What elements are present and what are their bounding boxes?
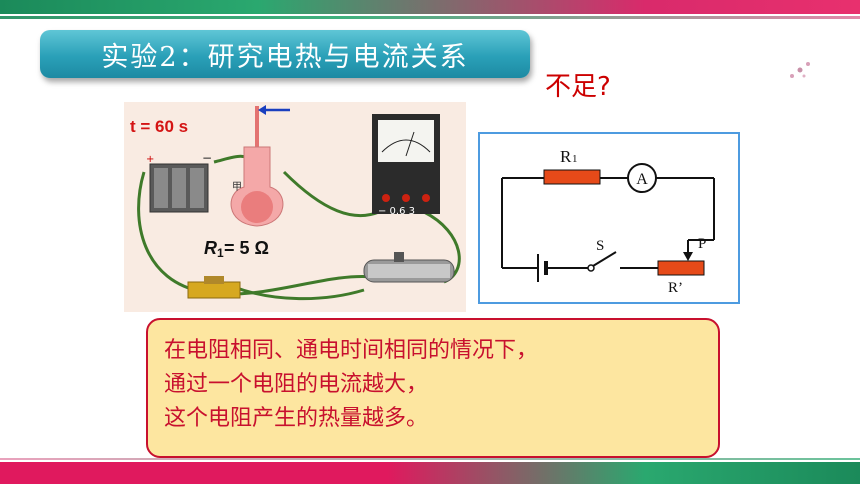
rheostat-icon — [363, 252, 455, 283]
battery-icon: + − — [146, 151, 212, 213]
experiment-photo: + − 甲 − 0.6 3 t = 60 s R 1 = 5 Ω — [124, 102, 466, 312]
rheostat-symbol-icon — [657, 260, 705, 276]
arrow-left-icon — [258, 105, 290, 115]
switch-symbol-icon — [587, 264, 595, 272]
conclusion-line-3: 这个电阻产生的热量越多。 — [164, 406, 429, 431]
resistance-subscript: 1 — [217, 246, 224, 260]
ammeter-scale: − 0.6 3 — [378, 206, 415, 217]
ammeter-label: A — [636, 171, 648, 188]
circuit-diagram: A R 1 S P R’ — [478, 132, 740, 304]
ammeter-icon — [372, 114, 440, 214]
flask-label: 甲 — [232, 182, 242, 193]
resistance-symbol: R — [204, 238, 217, 258]
conclusion-line-2: 通过一个电阻的电流越大， — [164, 372, 429, 397]
sparkle-icon — [790, 62, 810, 78]
switch-icon — [187, 276, 241, 299]
bottom-thin-line — [0, 458, 860, 460]
switch-label: S — [596, 238, 604, 254]
slider-label: P — [698, 236, 706, 252]
svg-text:+: + — [146, 154, 154, 165]
conclusion-line-1: 在电阻相同、通电时间相同的情况下， — [164, 338, 539, 363]
page-title: 实验2：研究电热与电流关系 — [101, 41, 469, 73]
flask-icon: 甲 — [230, 106, 284, 227]
slider-arrow-icon — [683, 252, 693, 261]
resistor-r1-icon — [543, 169, 601, 185]
bottom-decor-bar — [0, 462, 860, 484]
resistance-value: = 5 Ω — [224, 238, 269, 258]
top-gradient-strip — [0, 0, 860, 14]
r1-label: R — [560, 147, 572, 166]
title-banner: 实验2：研究电热与电流关系 — [40, 30, 530, 78]
top-thin-line — [0, 16, 860, 19]
r1-subscript: 1 — [572, 153, 578, 165]
svg-text:−: − — [202, 151, 212, 165]
rheostat-label: R’ — [668, 280, 683, 296]
time-label: t = 60 s — [130, 117, 188, 136]
top-decor-bar — [0, 0, 860, 30]
question-text: 不足? — [545, 72, 611, 102]
conclusion-box: 在电阻相同、通电时间相同的情况下， 通过一个电阻的电流越大， 这个电阻产生的热量… — [146, 318, 720, 458]
